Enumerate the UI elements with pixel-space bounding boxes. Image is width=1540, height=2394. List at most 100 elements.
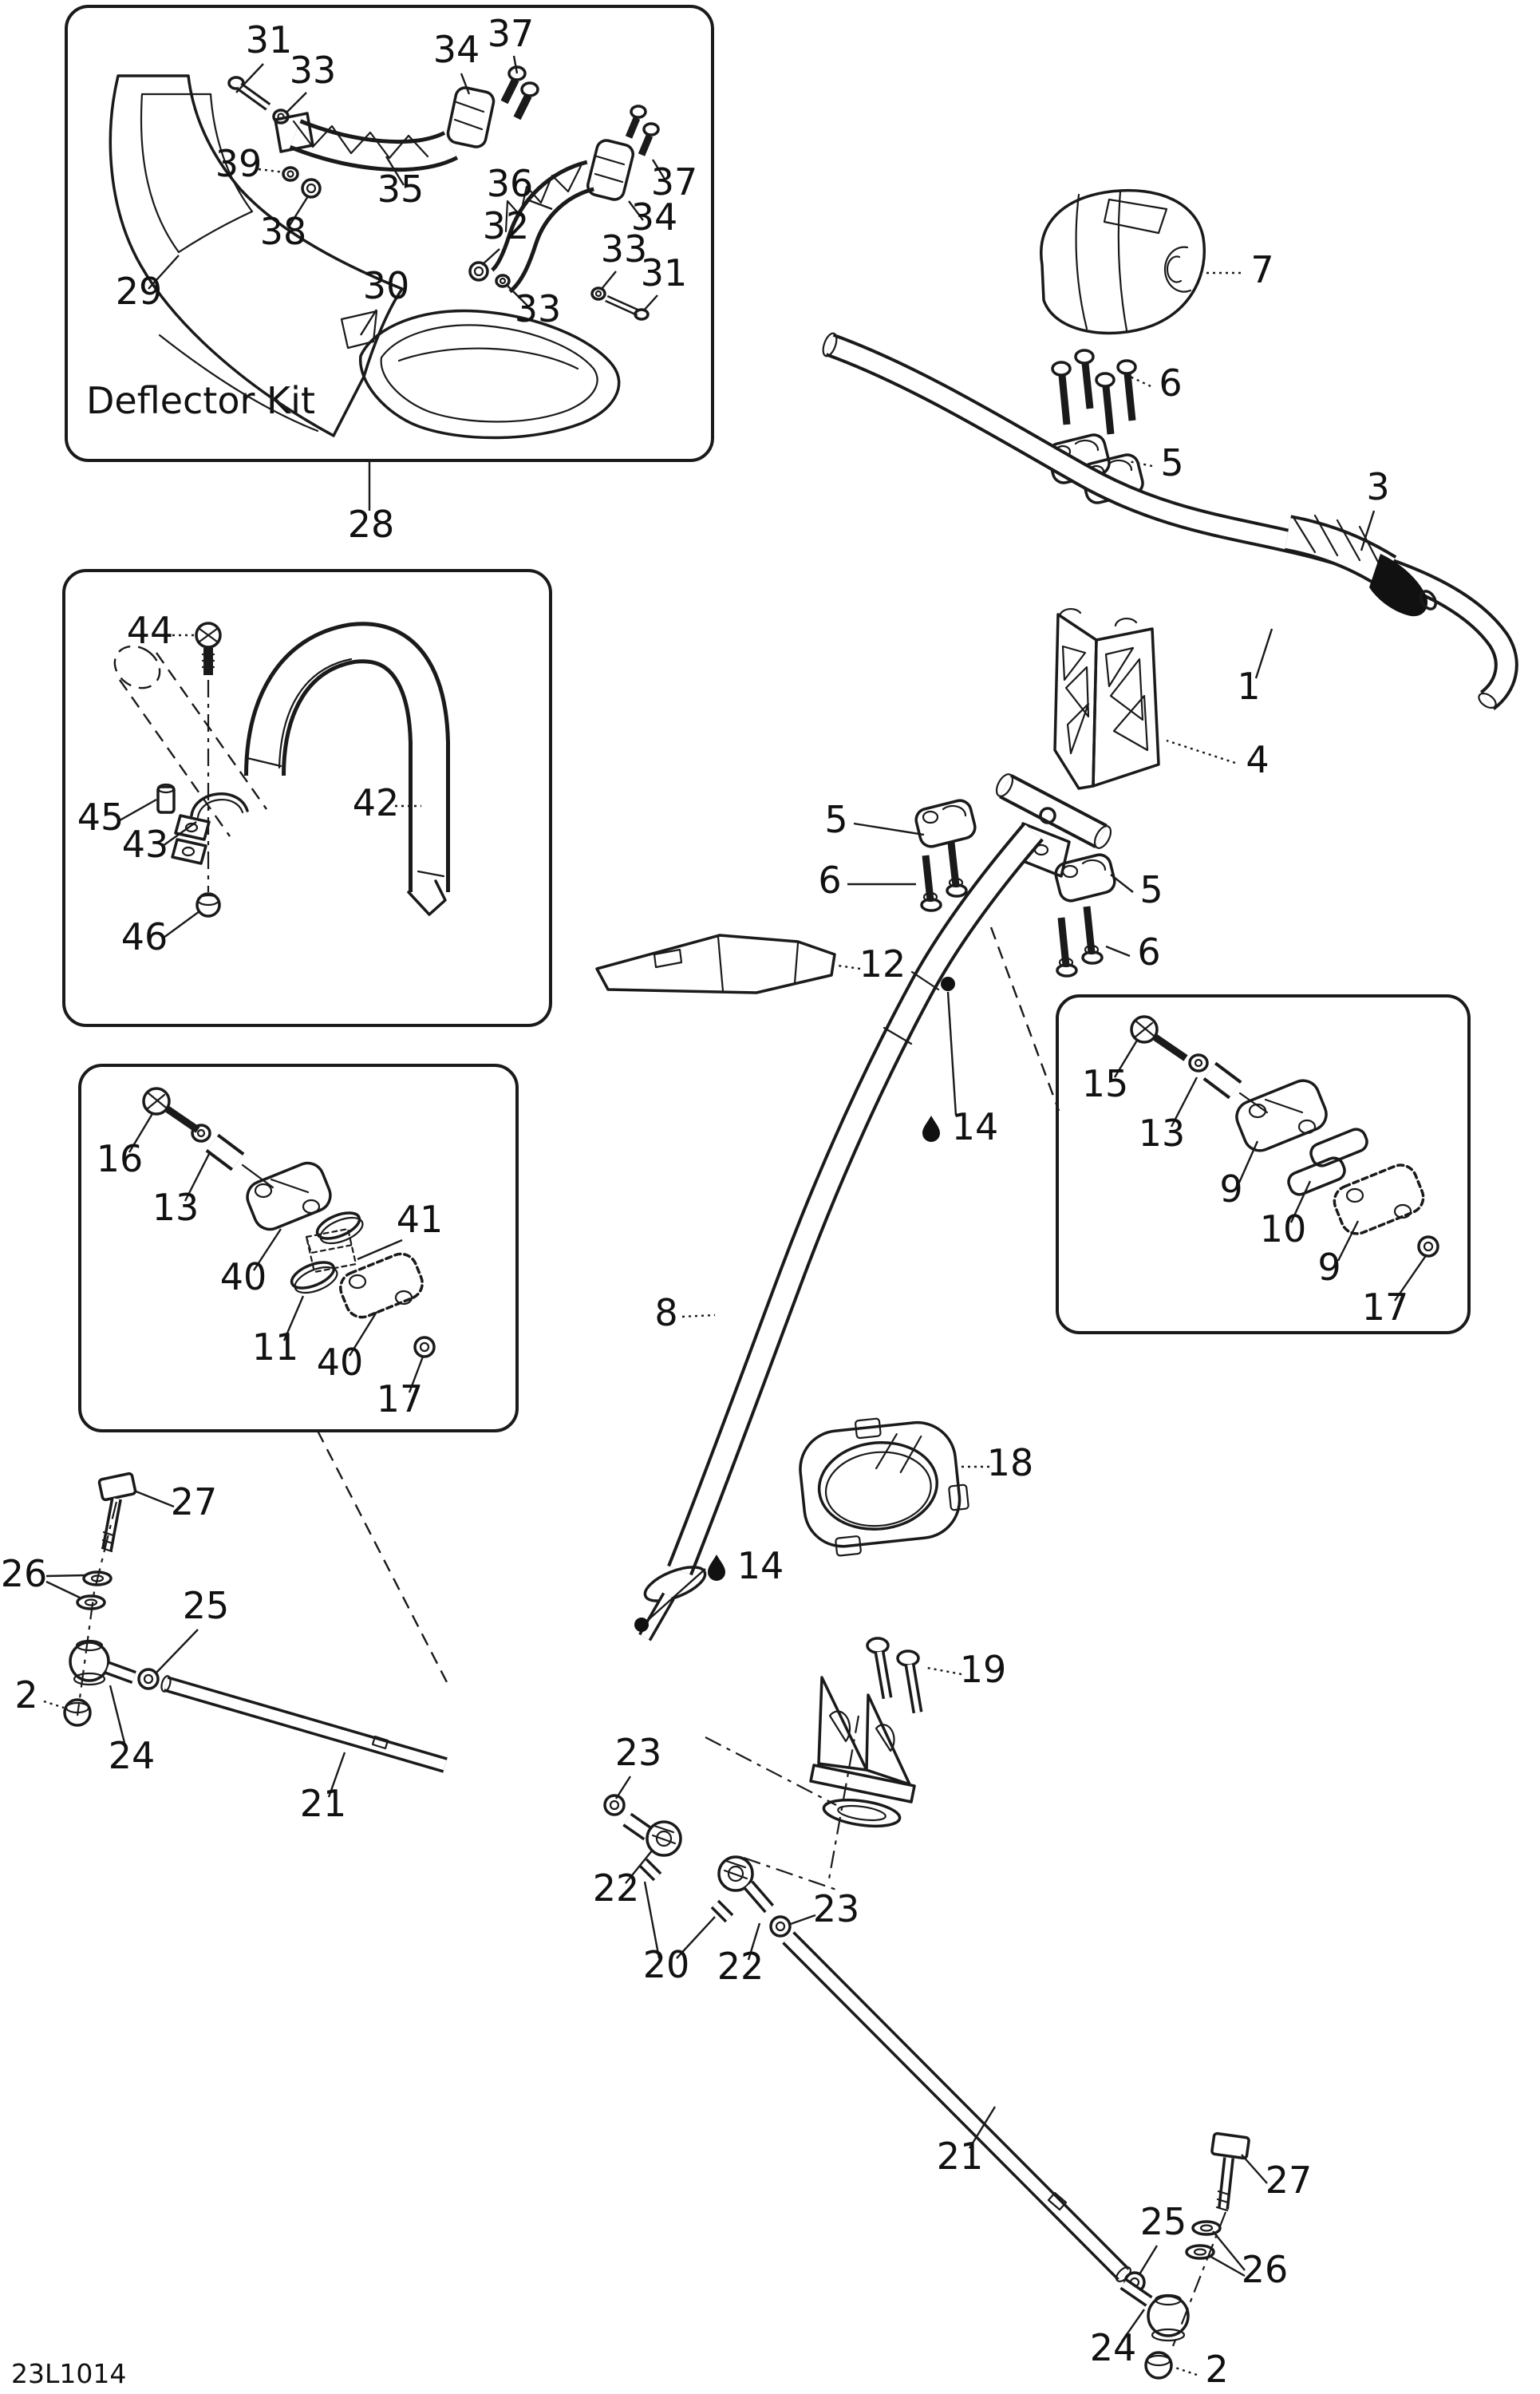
callout-leader-line — [1166, 739, 1236, 764]
callout-16-37: 16 — [97, 1137, 144, 1180]
callout-leader-line — [163, 911, 200, 938]
part-7-handlebar-pad — [1040, 188, 1206, 335]
callout-leader-line — [968, 2106, 997, 2149]
callout-leader-line — [235, 63, 264, 93]
callout-27-50: 27 — [171, 1480, 218, 1523]
callout-14-28: 14 — [952, 1105, 999, 1148]
callout-2-67: 2 — [1205, 2348, 1228, 2391]
callout-leader-line — [1138, 2245, 1159, 2275]
part-46-nut — [195, 892, 221, 918]
callout-leader-line — [601, 271, 617, 290]
part-18-column-cover — [799, 1417, 969, 1557]
part-12-steering-plate — [595, 934, 836, 994]
part-29-handguard-left — [109, 74, 404, 437]
part-45-spacer — [156, 783, 176, 814]
callout-leader-line — [282, 1295, 305, 1341]
callout-43-34: 43 — [122, 823, 169, 866]
callout-28-16: 28 — [348, 503, 395, 546]
callout-22-58: 22 — [593, 1867, 640, 1910]
part-1-handlebar — [822, 332, 1518, 710]
callout-20-59: 20 — [643, 1943, 690, 1986]
callout-26-65: 26 — [1242, 2248, 1289, 2291]
part-24-tie-rod-end-right — [1119, 2278, 1190, 2342]
callout-leader-line — [1172, 2365, 1198, 2376]
part-43-clamp-strap — [171, 792, 249, 865]
part-40-clamp-lower — [339, 1252, 424, 1319]
callout-leader-line — [109, 1685, 128, 1750]
part-16-bolt — [142, 1087, 200, 1133]
part-5-column-clamp-left — [914, 799, 977, 848]
part-15-bolt — [1130, 1015, 1188, 1061]
callout-5-25: 5 — [1139, 868, 1163, 911]
part-21-tie-rod-lower — [782, 1931, 1131, 2282]
callout-leader-line — [287, 196, 310, 227]
callout-14-30: 14 — [737, 1544, 784, 1587]
callout-leader-line — [1360, 510, 1376, 551]
callout-leader-line — [1289, 1180, 1312, 1223]
callout-13-38: 13 — [152, 1186, 199, 1229]
part-31-bolt-lower — [605, 294, 650, 321]
callout-leader-line — [408, 1356, 424, 1393]
callout-37-3: 37 — [488, 12, 535, 55]
part-44-bolt — [195, 622, 222, 892]
left-clamp-assembly-frame — [78, 1064, 519, 1432]
callout-34-12: 34 — [631, 196, 678, 239]
callout-33-10: 33 — [601, 227, 648, 271]
part-36-guard-bracket-lower — [490, 160, 595, 294]
callout-leader-line — [1254, 628, 1273, 679]
callout-leader-line — [359, 309, 378, 336]
callout-9-46: 9 — [1219, 1167, 1242, 1211]
callout-10-47: 10 — [1260, 1207, 1307, 1250]
part-4-riser-block — [1053, 607, 1160, 790]
deflector-kit-title: Deflector Kit — [86, 379, 315, 422]
bolt-axis-line-right — [1171, 2211, 1227, 2347]
linkage-axis-line-1 — [705, 1736, 837, 1806]
part-26-washers-right — [1185, 2220, 1222, 2260]
callout-leader-line — [43, 1700, 65, 1709]
part-9-clamp-upper — [1235, 1079, 1328, 1152]
callout-19-56: 19 — [960, 1648, 1007, 1691]
callout-leader-line — [642, 294, 658, 312]
callout-26-51: 26 — [1, 1552, 48, 1595]
part-34-clamp-upper-left — [446, 86, 496, 148]
callout-leader-line — [651, 159, 667, 181]
part-42-hook-handle — [244, 622, 450, 916]
drawing-code: 23L1014 — [11, 2358, 126, 2389]
part-37-bolts-upper-left — [500, 65, 539, 120]
part-37-bolts-lower-right — [625, 105, 660, 156]
part-34-clamp-lower-right — [586, 139, 634, 201]
part-11-ring-upper — [315, 1211, 364, 1245]
callout-leader-line — [45, 1580, 81, 1599]
callout-22-60: 22 — [717, 1945, 764, 1988]
part-38-nut — [301, 178, 322, 199]
callout-35-6: 35 — [377, 168, 424, 211]
callout-leader-line — [676, 1916, 716, 1959]
callout-40-42: 40 — [317, 1341, 364, 1384]
callout-leader-line — [1113, 1038, 1139, 1078]
callout-3-20: 3 — [1366, 465, 1389, 508]
phantom-handlebar-section — [113, 645, 267, 837]
callout-31-11: 31 — [641, 251, 688, 294]
part-26-washers-left — [76, 1570, 113, 1610]
callout-24-66: 24 — [1090, 2326, 1137, 2369]
callout-31-0: 31 — [246, 18, 293, 61]
callout-leader-line — [1394, 1254, 1427, 1302]
callout-leader-line — [1238, 1140, 1259, 1183]
callout-17-43: 17 — [377, 1377, 424, 1420]
callout-leader-line — [625, 1849, 654, 1884]
callout-leader-line — [1207, 2254, 1246, 2277]
callout-37-13: 37 — [651, 160, 698, 203]
callout-leader-line — [285, 92, 307, 114]
part-22-ball-joint-left — [622, 1812, 682, 1882]
callout-leader-line — [385, 156, 405, 186]
part-35-guard-bracket-upper — [274, 112, 459, 172]
callout-39-4: 39 — [215, 142, 263, 185]
callout-8-29: 8 — [654, 1291, 677, 1334]
callout-44-32: 44 — [127, 609, 174, 652]
reference-dot — [941, 977, 955, 991]
hook-assembly-frame — [62, 569, 552, 1027]
part-11-ring-lower — [290, 1261, 338, 1294]
part-17-nut-left — [413, 1336, 436, 1358]
